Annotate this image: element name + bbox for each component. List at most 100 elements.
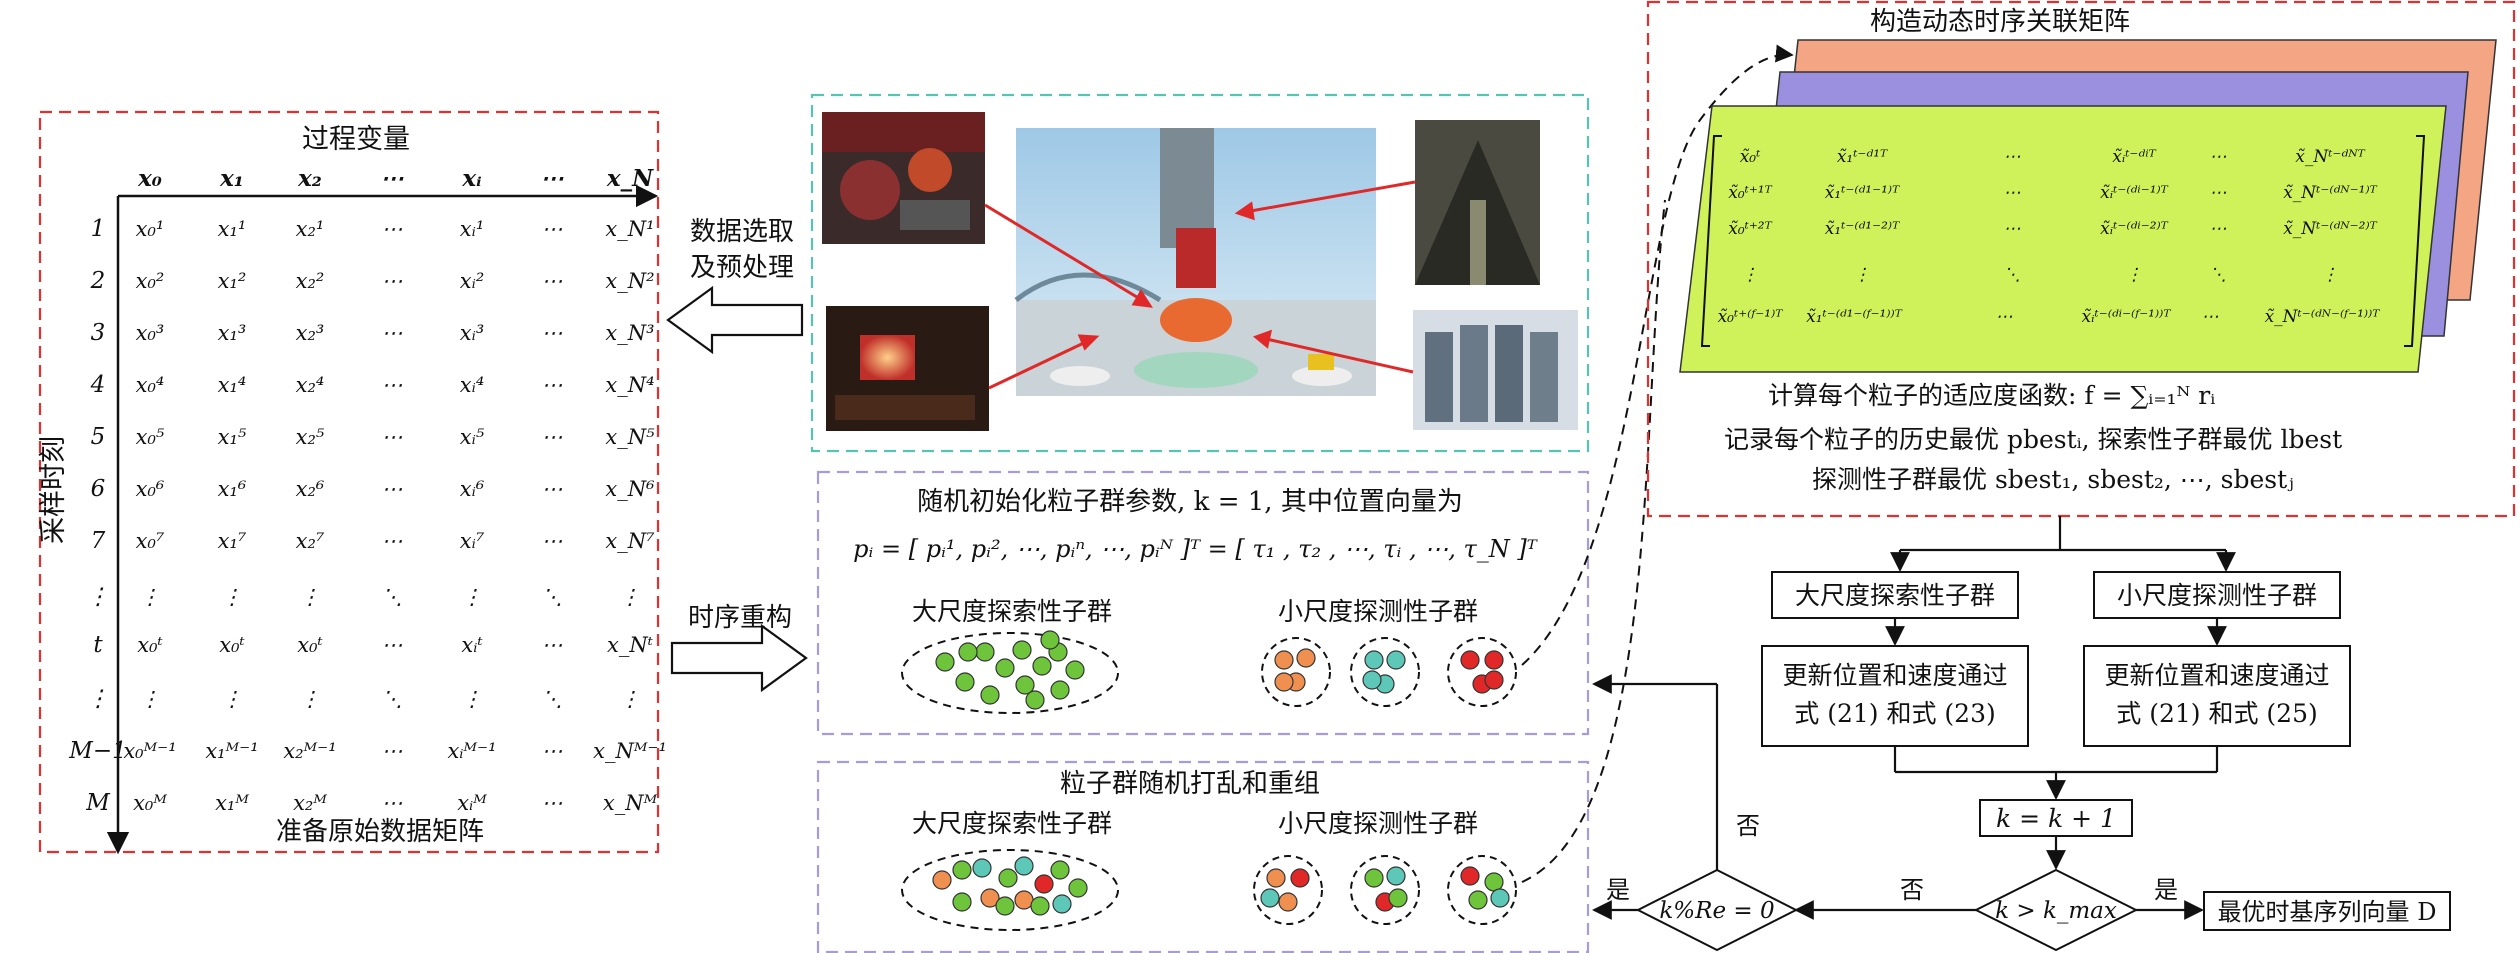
matrix-cell: ⋯ xyxy=(382,425,403,449)
matrix-cell: x_Nᴹ xyxy=(603,791,658,815)
record-best-line1: 记录每个粒子的历史最优 pbestᵢ, 探索性子群最优 lbest xyxy=(1724,425,2342,454)
matrix-cell: x₂³ xyxy=(296,321,325,345)
matrix-cell: x_N² xyxy=(605,269,654,293)
correlation-cell: x̃_Nᵗ⁻⁽ᵈᴺ⁻²⁾ᵀ xyxy=(2283,219,2377,239)
photo-furnace-fire xyxy=(826,306,989,431)
row-header: ⋮ xyxy=(87,584,110,610)
particle-red xyxy=(1460,650,1480,670)
row-header: 7 xyxy=(91,528,106,554)
particle-shuffled xyxy=(972,858,992,878)
matrix-cell: x₀⁷ xyxy=(136,529,165,553)
matrix-cell: x₀ᵗ xyxy=(137,633,162,657)
matrix-panel-title: 构造动态时序关联矩阵 xyxy=(1870,7,2130,37)
small-swarm-circle-init-2 xyxy=(1350,637,1420,707)
particle-red xyxy=(1484,650,1504,670)
particle-shuffled xyxy=(995,896,1015,916)
reconstruct-arrow: 时序重构 xyxy=(670,603,808,693)
large-swarm-label-shuffle: 大尺度探索性子群 xyxy=(912,809,1112,838)
matrix-cell: x₀ᴹ xyxy=(133,791,167,815)
feedback-curve-init xyxy=(1521,44,1794,666)
row-header: 2 xyxy=(90,268,106,294)
correlation-cell: ⋯ xyxy=(1996,307,2013,327)
particle-shuffled xyxy=(952,860,972,880)
matrix-cell: ⋱ xyxy=(382,585,403,609)
process-variables-title: 过程变量 xyxy=(302,124,410,155)
large-swarm-ellipse-shuffle xyxy=(901,849,1119,931)
particle-green xyxy=(975,642,995,662)
matrix-cell: xᵢᵗ xyxy=(461,633,482,657)
matrix-cell: x_Nᴹ⁻¹ xyxy=(593,739,667,763)
row-header: M−1 xyxy=(68,738,126,764)
feedback-curve-shuffle xyxy=(1521,199,1666,883)
matrix-cell: x₁³ xyxy=(218,321,247,345)
matrix-cell: ⋮ xyxy=(140,585,161,609)
correlation-cell: ⋯ xyxy=(2004,183,2021,203)
photo-ladle-equipment xyxy=(822,112,985,244)
matrix-cell: ⋯ xyxy=(382,739,403,763)
correlation-cell: x̃₁ᵗ⁻⁽ᵈ¹⁻¹⁾ᵀ xyxy=(1825,183,1900,203)
matrix-cell: xᵢ⁴ xyxy=(460,373,485,397)
matrix-cell: x₀⁶ xyxy=(136,477,165,501)
small-swarm-label-init: 小尺度探测性子群 xyxy=(1278,597,1478,626)
matrix-cell: xᵢ⁵ xyxy=(460,425,485,449)
matrix-cell: ⋱ xyxy=(542,585,563,609)
small-swarm-circle-shuffle-1 xyxy=(1253,855,1323,925)
row-header: 5 xyxy=(91,424,106,450)
shuffle-panel: 粒子群随机打乱和重组 大尺度探索性子群 小尺度探测性子群 xyxy=(816,760,1590,953)
result-box xyxy=(2203,891,2451,931)
matrix-cell: ⋯ xyxy=(542,269,563,293)
matrix-cell: ⋮ xyxy=(222,687,243,711)
particle-shuffled xyxy=(1266,868,1286,888)
matrix-cell: x₁¹ xyxy=(218,217,247,241)
matrix-cell: xᵢ³ xyxy=(460,321,485,345)
small-swarm-label-shuffle: 小尺度探测性子群 xyxy=(1278,809,1478,838)
matrix-cell: x₁ᴹ⁻¹ xyxy=(205,739,258,763)
matrix-cell: ⋮ xyxy=(300,585,321,609)
particles-shuffle xyxy=(932,856,1510,916)
matrix-cell: x₁⁷ xyxy=(218,529,247,553)
particles-init xyxy=(935,630,1504,710)
particle-shuffled xyxy=(952,892,972,912)
particle-green xyxy=(1015,675,1035,695)
pso-init-line2: pᵢ = [ pᵢ¹, pᵢ², ⋯, pᵢⁿ, ⋯, pᵢᴺ ]ᵀ = [ τ… xyxy=(853,535,1538,563)
particle-green xyxy=(1025,690,1045,710)
particle-shuffled xyxy=(1014,890,1034,910)
matrix-cell: ⋮ xyxy=(300,687,321,711)
column-header: xᵢ xyxy=(461,165,481,192)
matrix-bracket-left xyxy=(1700,135,1722,347)
small-swarm-circle-shuffle-3 xyxy=(1447,855,1517,925)
sampling-time-label: 采样时刻 xyxy=(38,436,69,544)
no-label-re: 否 xyxy=(1736,812,1760,840)
correlation-cell: ⋯ xyxy=(2210,183,2227,203)
correlation-cell: ⋯ xyxy=(2004,219,2021,239)
correlation-cell: ⋯ xyxy=(2202,307,2219,327)
photo-panel-border xyxy=(810,93,1590,453)
matrix-cell: xᵢᴹ xyxy=(457,791,487,815)
particle-teal xyxy=(1364,650,1384,670)
matrix-cell: x₀⁴ xyxy=(136,373,165,397)
photo-pointer-arrows xyxy=(984,180,1416,390)
matrix-cell: x₂⁶ xyxy=(296,477,325,501)
matrix-cell: x₂⁴ xyxy=(296,373,325,397)
matrix-cell: x₂ᴹ xyxy=(293,791,327,815)
matrix-cell: xᵢ⁷ xyxy=(460,529,485,553)
shuffle-title: 粒子群随机打乱和重组 xyxy=(1060,769,1320,799)
matrix-cell: ⋯ xyxy=(382,321,403,345)
matrix-cell: ⋮ xyxy=(462,585,483,609)
particle-green xyxy=(995,658,1015,678)
correlation-cell: ⋯ xyxy=(2210,219,2227,239)
correlation-cell: ⋮ xyxy=(2322,265,2339,285)
increment-box xyxy=(1979,799,2133,837)
matrix-cell: ⋯ xyxy=(542,425,563,449)
matrix-cell: x₀¹ xyxy=(136,217,165,241)
large-swarm-ellipse-init xyxy=(901,632,1119,714)
particle-shuffled xyxy=(1034,874,1054,894)
matrix-cell: ⋯ xyxy=(382,477,403,501)
record-best-line2: 探测性子群最优 sbest₁, sbest₂, ⋯, sbestⱼ xyxy=(1812,465,2294,494)
matrix-cell: ⋯ xyxy=(542,217,563,241)
column-header: ⋯ xyxy=(381,165,405,192)
correlation-cell: x̃ᵢᵗ⁻⁽ᵈⁱ⁻¹⁾ᵀ xyxy=(2100,183,2169,203)
particle-shuffled xyxy=(1260,888,1280,908)
correlation-cell: x̃_Nᵗ⁻ᵈᴺᵀ xyxy=(2295,147,2365,167)
